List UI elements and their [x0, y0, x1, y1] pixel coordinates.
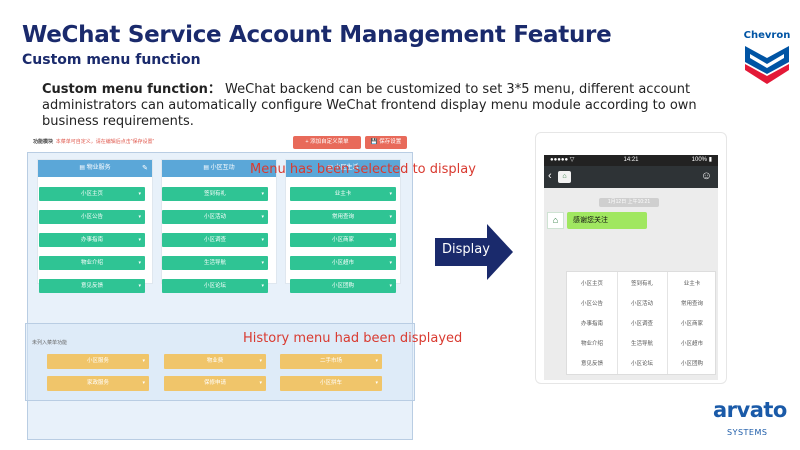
menu-item[interactable]: 小区活动▾ [162, 210, 268, 224]
dropdown-icon: ▾ [389, 237, 392, 243]
dropdown-icon: ▾ [138, 214, 141, 220]
phone-menu-item[interactable]: 小区主页 [580, 281, 603, 287]
history-item[interactable]: 保修申请▾ [164, 376, 266, 391]
phone-menu-item[interactable]: 签到有礼 [630, 281, 653, 287]
dropdown-icon: ▾ [375, 358, 378, 364]
dropdown-icon: ▾ [261, 237, 264, 243]
save-settings-button[interactable]: 💾 保存设置 [365, 136, 407, 149]
selected-menu-annotation: Menu has been selected to display [250, 162, 476, 177]
phone-menu-item[interactable]: 业主卡 [683, 281, 701, 287]
menu-item[interactable]: 常用查询▾ [290, 210, 396, 224]
chat-avatar-icon: ⌂ [547, 212, 564, 229]
display-arrow-icon [435, 224, 513, 280]
add-menu-button[interactable]: + 添加自定义菜单 [293, 136, 361, 149]
history-item[interactable]: 物业费▾ [164, 354, 266, 369]
menu-item[interactable]: 小区超市▾ [290, 256, 396, 270]
description-label: Custom menu function： [42, 82, 221, 97]
message-bubble: 感谢您关注 [567, 212, 647, 229]
phone-menu-grid: 小区主页 签到有礼 业主卡 小区公告 小区活动 常用查询 办事指南 小区调查 小… [566, 271, 716, 375]
dropdown-icon: ▾ [261, 191, 264, 197]
page-subtitle: Custom menu function [22, 52, 201, 68]
dropdown-icon: ▾ [142, 358, 145, 364]
dropdown-icon: ▾ [138, 260, 141, 266]
chevron-logo-text: Chevron [743, 30, 791, 41]
phone-status-bar: ●●●●● ▽ 14:21 100% ▮ [544, 155, 718, 166]
dropdown-icon: ▾ [138, 237, 141, 243]
history-item[interactable]: 小区服务▾ [47, 354, 149, 369]
phone-menu-item[interactable]: 意见反馈 [580, 361, 603, 367]
phone-menu-item[interactable]: 小区超市 [680, 341, 703, 347]
menu-column-header[interactable]: ▤ 小区生活 [286, 160, 400, 177]
menu-item[interactable]: 生活导航▾ [162, 256, 268, 270]
signal-icon: ●●●●● ▽ [550, 157, 575, 163]
dropdown-icon: ▾ [389, 214, 392, 220]
menu-item[interactable]: 签到有礼▾ [162, 187, 268, 201]
history-item[interactable]: 家政服务▾ [47, 376, 149, 391]
phone-menu-item[interactable]: 小区团购 [680, 361, 703, 367]
dropdown-icon: ▾ [259, 358, 262, 364]
dropdown-icon: ▾ [142, 380, 145, 386]
dropdown-icon: ▾ [261, 260, 264, 266]
backend-header: 功能模块 本菜单可自定义，请在编辑后点击“保存设置” [33, 138, 154, 145]
phone-time: 14:21 [623, 157, 639, 163]
menu-item[interactable]: 小区团购▾ [290, 279, 396, 293]
back-icon[interactable]: ‹ [548, 170, 552, 182]
menu-column-header[interactable]: ▤ 物业服务✎ [38, 160, 152, 177]
description-text: WeChat backend can be customized to set … [42, 82, 697, 129]
dropdown-icon: ▾ [261, 283, 264, 289]
display-arrow-label: Display [442, 242, 490, 257]
account-avatar-icon[interactable]: ⌂ [558, 171, 571, 183]
backend-hint: 本菜单可自定义，请在编辑后点击“保存设置” [55, 139, 155, 145]
phone-menu-item[interactable]: 小区论坛 [630, 361, 653, 367]
phone-menu-item[interactable]: 常用查询 [680, 301, 703, 307]
history-hint: 未列入菜单功能 [32, 340, 68, 346]
menu-item[interactable]: 小区论坛▾ [162, 279, 268, 293]
phone-navbar: ‹ ⌂ ☺ [544, 166, 718, 188]
menu-item[interactable]: 小区调查▾ [162, 233, 268, 247]
dropdown-icon: ▾ [389, 260, 392, 266]
menu-item[interactable]: 物业介绍▾ [39, 256, 145, 270]
menu-item[interactable]: 办事指南▾ [39, 233, 145, 247]
page-title: WeChat Service Account Management Featur… [22, 22, 612, 48]
battery-indicator: 100% ▮ [691, 157, 712, 163]
menu-item[interactable]: 小区商家▾ [290, 233, 396, 247]
arvato-logo-sub: SYSTEMS [727, 428, 768, 437]
phone-menu-item[interactable]: 小区活动 [630, 301, 653, 307]
dropdown-icon: ▾ [375, 380, 378, 386]
menu-item[interactable]: 小区公告▾ [39, 210, 145, 224]
history-item[interactable]: 小区拼车▾ [280, 376, 382, 391]
arvato-logo: arvato [713, 398, 787, 422]
phone-menu-item[interactable]: 小区商家 [680, 321, 703, 327]
phone-menu-item[interactable]: 小区公告 [580, 301, 603, 307]
history-item[interactable]: 二手市场▾ [280, 354, 382, 369]
history-panel: 未列入菜单功能 小区服务▾ 物业费▾ 二手市场▾ 家政服务▾ 保修申请▾ 小区拼… [25, 323, 415, 401]
phone-menu-item[interactable]: 小区调查 [630, 321, 653, 327]
chevron-logo [745, 46, 789, 84]
dropdown-icon: ▾ [259, 380, 262, 386]
menu-column-header[interactable]: ▤ 小区互动 [162, 160, 276, 177]
phone-menu-item[interactable]: 物业介绍 [580, 341, 603, 347]
dropdown-icon: ▾ [138, 191, 141, 197]
phone-menu-item[interactable]: 办事指南 [580, 321, 603, 327]
dropdown-icon: ▾ [261, 214, 264, 220]
dropdown-icon: ▾ [138, 283, 141, 289]
backend-panel: 功能模块 本菜单可自定义，请在编辑后点击“保存设置” + 添加自定义菜单 💾 保… [25, 132, 415, 440]
history-menu-annotation: History menu had been displayed [243, 331, 463, 346]
message-timestamp: 1月12日 上午10:21 [599, 198, 659, 207]
menu-item[interactable]: 意见反馈▾ [39, 279, 145, 293]
menu-item[interactable]: 业主卡▾ [290, 187, 396, 201]
module-label: 功能模块 [33, 139, 54, 145]
phone-menu-item[interactable]: 生活导航 [630, 341, 653, 347]
dropdown-icon: ▾ [389, 191, 392, 197]
edit-icon[interactable]: ✎ [142, 165, 148, 172]
menu-item[interactable]: 小区主页▾ [39, 187, 145, 201]
person-icon[interactable]: ☺ [700, 170, 712, 182]
description: Custom menu function： WeChat backend can… [42, 82, 732, 130]
dropdown-icon: ▾ [389, 283, 392, 289]
